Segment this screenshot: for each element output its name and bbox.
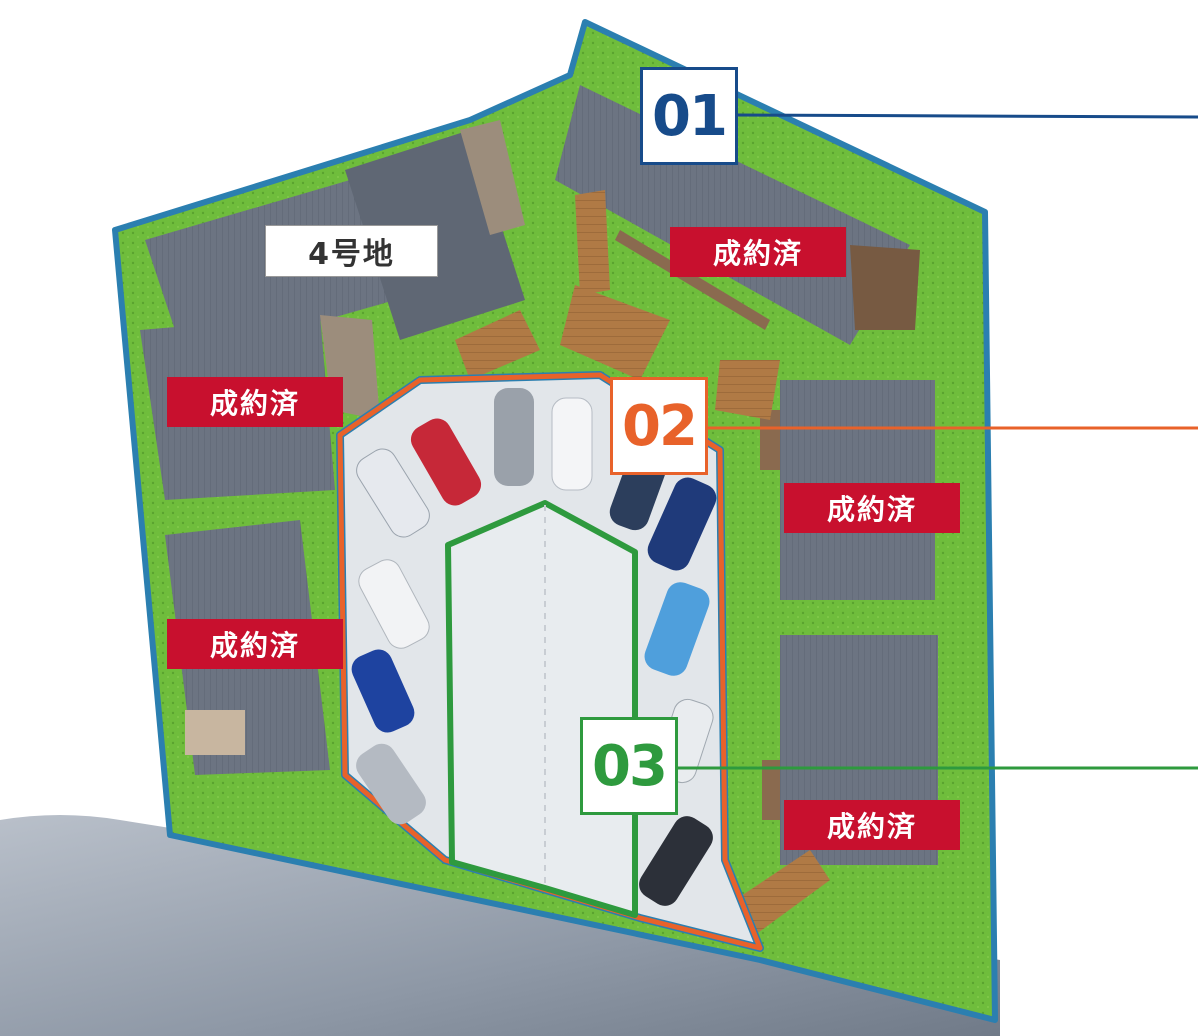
car xyxy=(410,418,482,506)
car xyxy=(358,559,430,649)
car xyxy=(639,816,713,906)
car xyxy=(551,397,593,491)
car xyxy=(647,477,717,571)
zone-03-area xyxy=(445,500,638,918)
zone-02-tag: 02 xyxy=(610,377,708,475)
zone-01-tag: 01 xyxy=(640,67,738,165)
lot-4-label: 4号地 xyxy=(265,225,438,277)
car xyxy=(494,388,534,486)
leader-line-01 xyxy=(736,113,1198,119)
deck-path-east xyxy=(715,360,780,420)
car xyxy=(356,448,430,538)
road xyxy=(0,815,1000,1036)
car xyxy=(644,582,710,676)
car xyxy=(356,743,426,825)
deck-path-north xyxy=(575,190,610,295)
sold-badge-east-lower: 成約済 xyxy=(784,800,960,850)
zone-03-tag: 03 xyxy=(580,717,678,815)
sold-badge-west-lower: 成約済 xyxy=(167,619,343,669)
sold-badge-west-upper: 成約済 xyxy=(167,377,343,427)
sold-badge-01: 成約済 xyxy=(670,227,846,277)
sold-badge-east-upper: 成約済 xyxy=(784,483,960,533)
deck-path-west xyxy=(455,310,540,380)
car xyxy=(351,649,415,733)
deck-path-center xyxy=(560,285,670,380)
deck-path-south xyxy=(735,850,830,935)
